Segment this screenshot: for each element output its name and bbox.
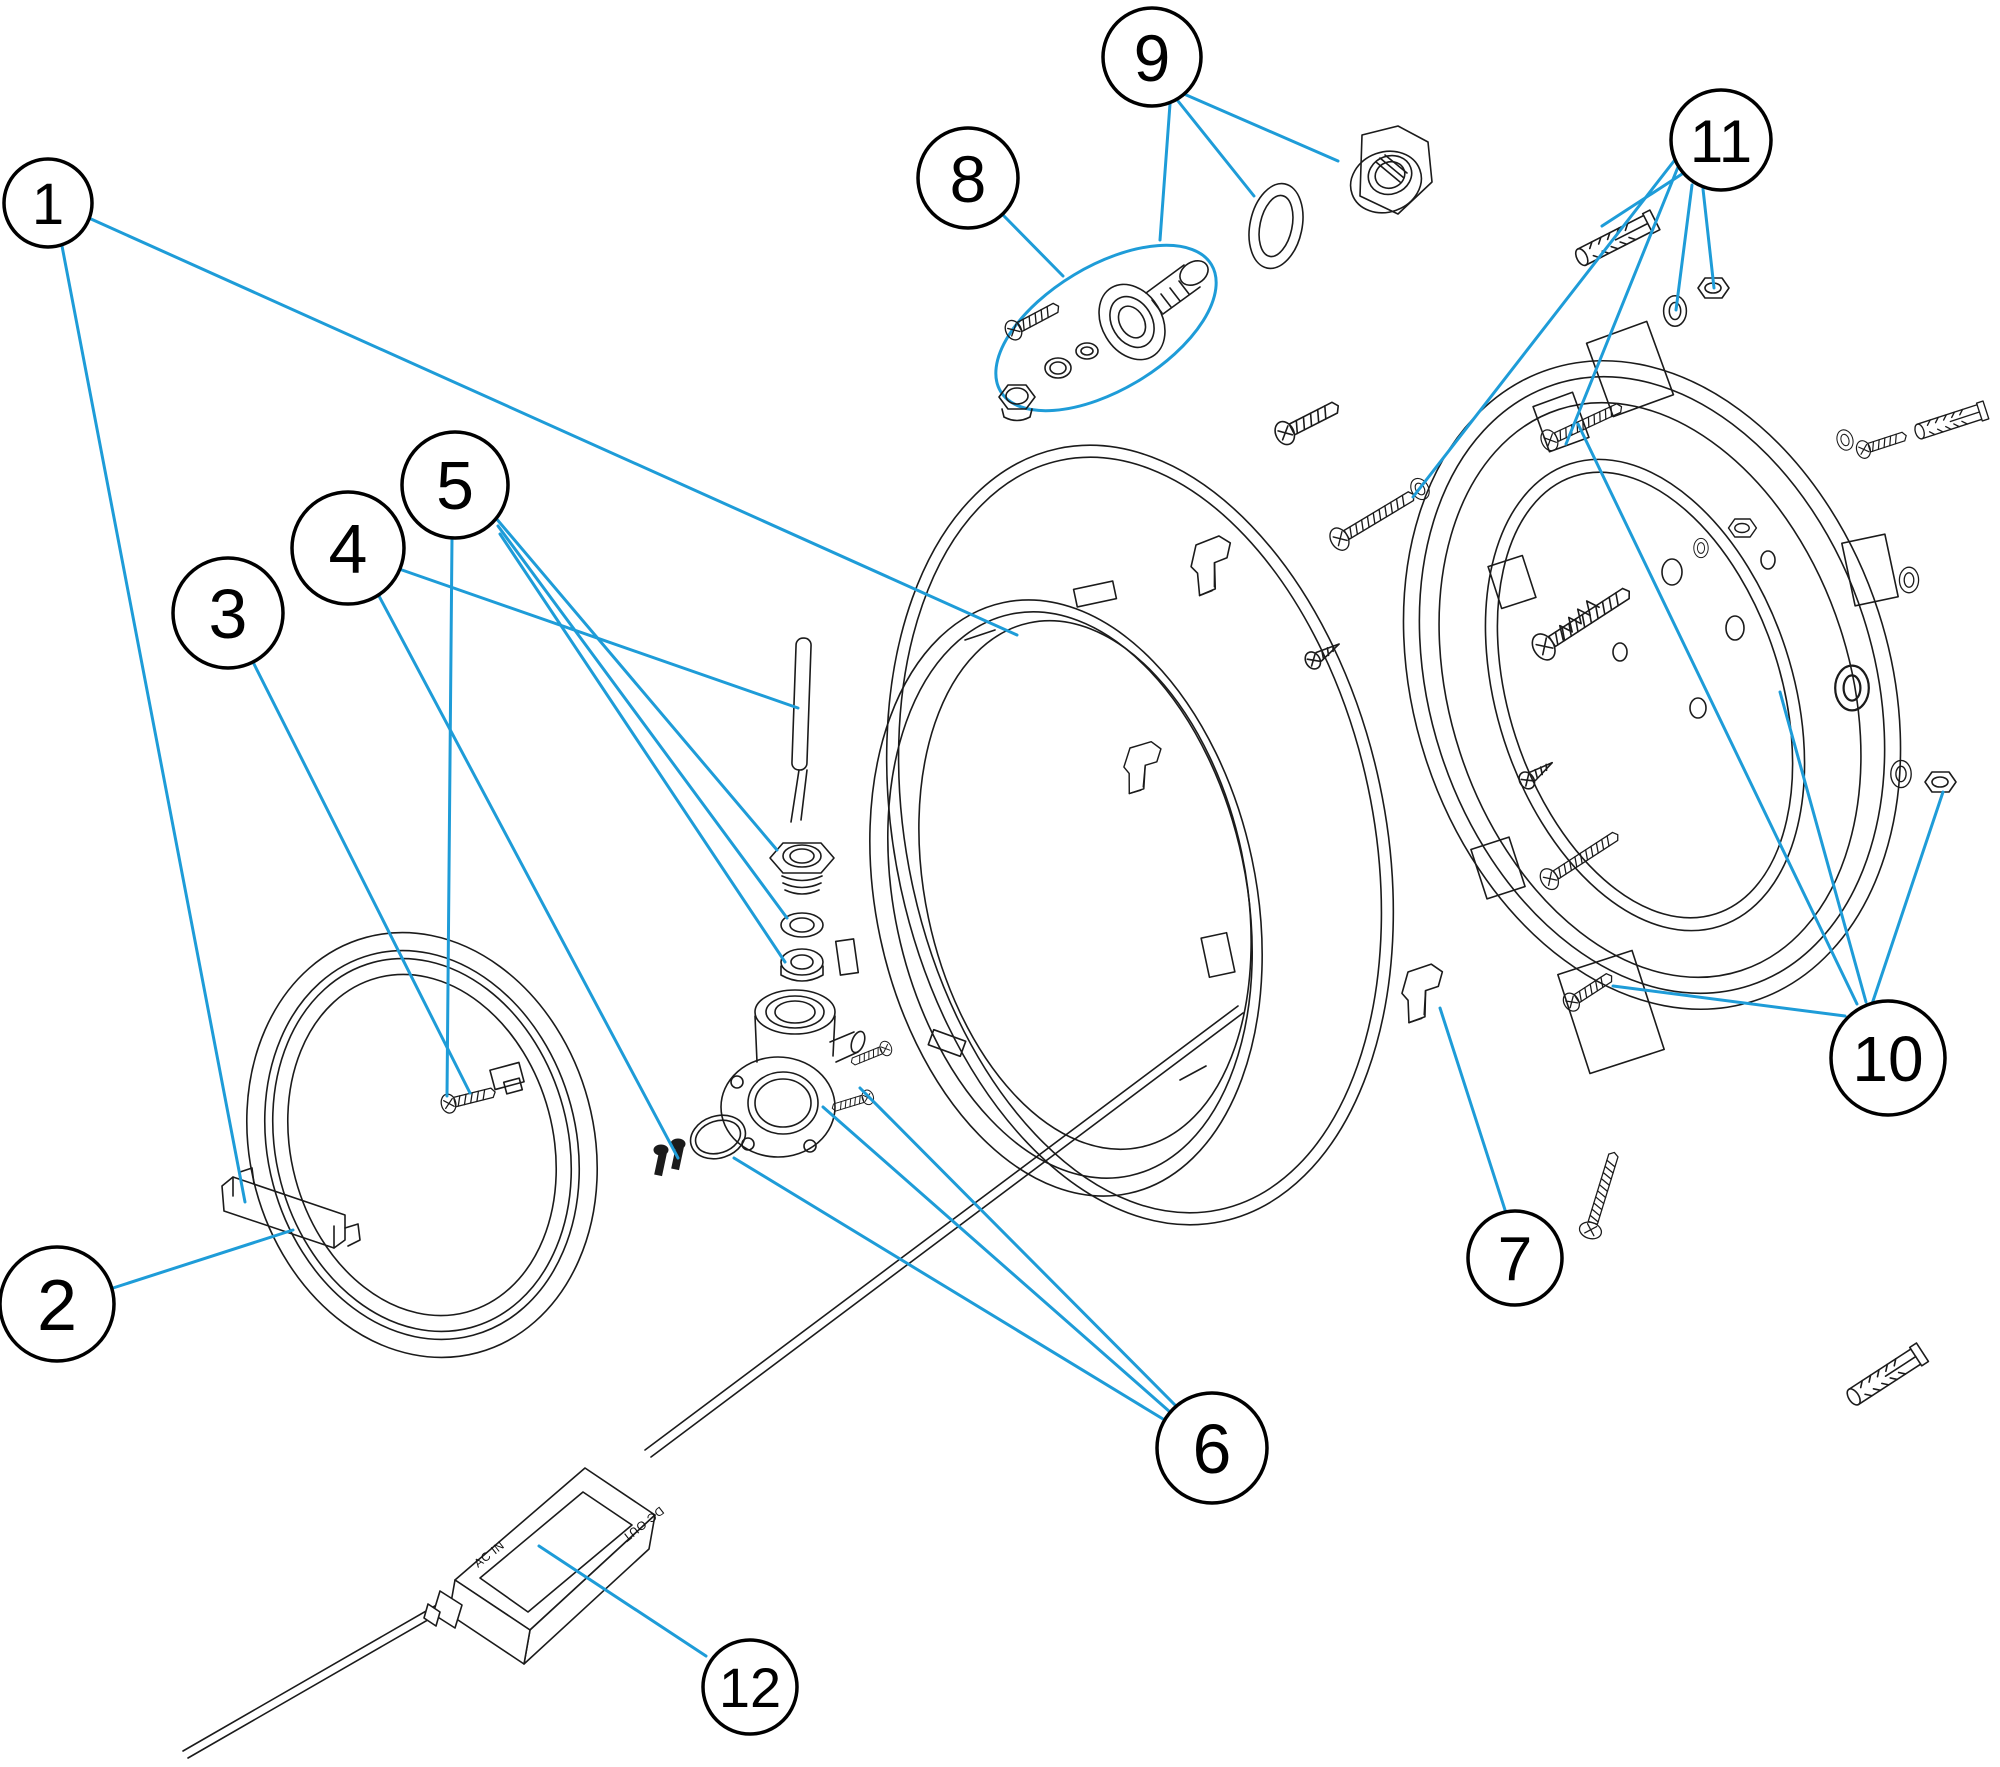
callout-10: 10: [1829, 999, 1947, 1117]
callout-9-number: 9: [1134, 21, 1171, 95]
leader-line: [1411, 159, 1676, 499]
flange-lock-nut: [1349, 125, 1433, 215]
o-ring: [689, 1114, 747, 1160]
niche-clip: [1397, 959, 1445, 1028]
leader-line: [1701, 187, 1716, 290]
callout-5: 5: [400, 430, 510, 540]
retaining-clip-bar: [221, 1167, 361, 1249]
leader-lines: [60, 92, 1945, 1658]
leader-line: [251, 660, 472, 1095]
gland-pin: [790, 637, 812, 823]
leader-line: [537, 1544, 708, 1658]
hex-nut: [1727, 518, 1758, 538]
small-o-ring: [1075, 342, 1099, 360]
niche-clip: [1187, 532, 1232, 599]
hex-nut: [1924, 771, 1957, 793]
callout-8-number: 8: [950, 142, 987, 216]
leader-line: [1182, 92, 1340, 163]
spring: [1558, 600, 1600, 641]
callout-10-number: 10: [1852, 1023, 1923, 1095]
screw: [1001, 296, 1064, 344]
screw: [1270, 394, 1345, 449]
callout-6: 6: [1155, 1391, 1269, 1505]
leader-line: [1176, 99, 1256, 198]
leader-line: [821, 1105, 1172, 1414]
leader-line: [1778, 690, 1868, 1004]
callout-11: 11: [1669, 88, 1773, 192]
callout-2-number: 2: [37, 1266, 77, 1346]
power-cable: [182, 1005, 1244, 1759]
callout-9: 9: [1101, 6, 1203, 108]
leader-line: [445, 536, 454, 1098]
leader-line: [498, 532, 787, 964]
leader-line: [496, 524, 789, 920]
callout-3-number: 3: [209, 575, 248, 653]
washer: [1898, 566, 1920, 594]
leader-line: [1438, 1006, 1508, 1215]
callout-12-number: 12: [719, 1656, 781, 1719]
callout-6-number: 6: [1193, 1410, 1232, 1488]
spring-screw: [1526, 578, 1638, 665]
tapping-screw: [1301, 635, 1345, 673]
callout-3: 3: [171, 556, 285, 670]
callout-1: 1: [2, 157, 94, 249]
reducer-plug: [998, 384, 1036, 422]
washer: [1693, 537, 1709, 559]
conduit-group-ellipse: [994, 243, 1218, 413]
wall-anchor: [1571, 209, 1661, 270]
callout-8: 8: [916, 126, 1020, 230]
callout-4-number: 4: [329, 510, 368, 588]
transformer: AC IN DC OUT: [423, 1467, 667, 1665]
gland-seal-ring: [780, 948, 824, 982]
callout-1-number: 1: [32, 172, 64, 237]
callout-11-number: 11: [1690, 108, 1752, 175]
small-washer: [1044, 357, 1072, 379]
flange-screw: [848, 1038, 895, 1070]
leader-line: [1674, 183, 1694, 312]
wall-anchor: [1912, 400, 1990, 443]
flange-screw: [829, 1088, 876, 1116]
leader-line: [493, 515, 779, 852]
leader-line: [858, 1086, 1178, 1408]
tapping-screw: [1515, 754, 1559, 793]
trim-ring: [834, 444, 1395, 1226]
gland-washer: [780, 912, 824, 938]
callout-12: 12: [701, 1638, 799, 1736]
wall-anchor: [1842, 1342, 1930, 1410]
leader-line: [1576, 422, 1859, 1006]
callout-7: 7: [1466, 1209, 1564, 1307]
leader-line: [1870, 790, 1945, 1006]
callout-5-number: 5: [436, 448, 474, 524]
leader-line: [111, 1228, 295, 1290]
wall-conduit-fitting: [1098, 260, 1209, 361]
leader-line: [89, 217, 1019, 637]
fixing-screws-small: [653, 1138, 686, 1177]
leader-line: [732, 1156, 1165, 1421]
niche-clip: [1118, 737, 1163, 799]
elbow-conduit-fitting: [720, 989, 866, 1158]
leader-line: [60, 244, 247, 1204]
leader-line: [1001, 213, 1065, 278]
gland-nut: [769, 842, 835, 895]
lamp-front-ring: [245, 931, 599, 1359]
leader-line: [377, 594, 680, 1160]
long-screw: [1325, 483, 1421, 555]
callout-7-number: 7: [1498, 1225, 1532, 1294]
callout-2: 2: [0, 1245, 116, 1363]
leader-line: [1564, 165, 1680, 446]
transformer-connector: [432, 1590, 463, 1629]
niche-bracket: [1402, 320, 1902, 1075]
long-screw: [1576, 1148, 1626, 1243]
washer: [1833, 427, 1857, 453]
screw: [1853, 426, 1910, 461]
leader-line: [1611, 984, 1847, 1018]
leader-line: [1158, 102, 1172, 242]
wavy-washer: [1248, 182, 1304, 270]
callout-4: 4: [290, 490, 406, 606]
